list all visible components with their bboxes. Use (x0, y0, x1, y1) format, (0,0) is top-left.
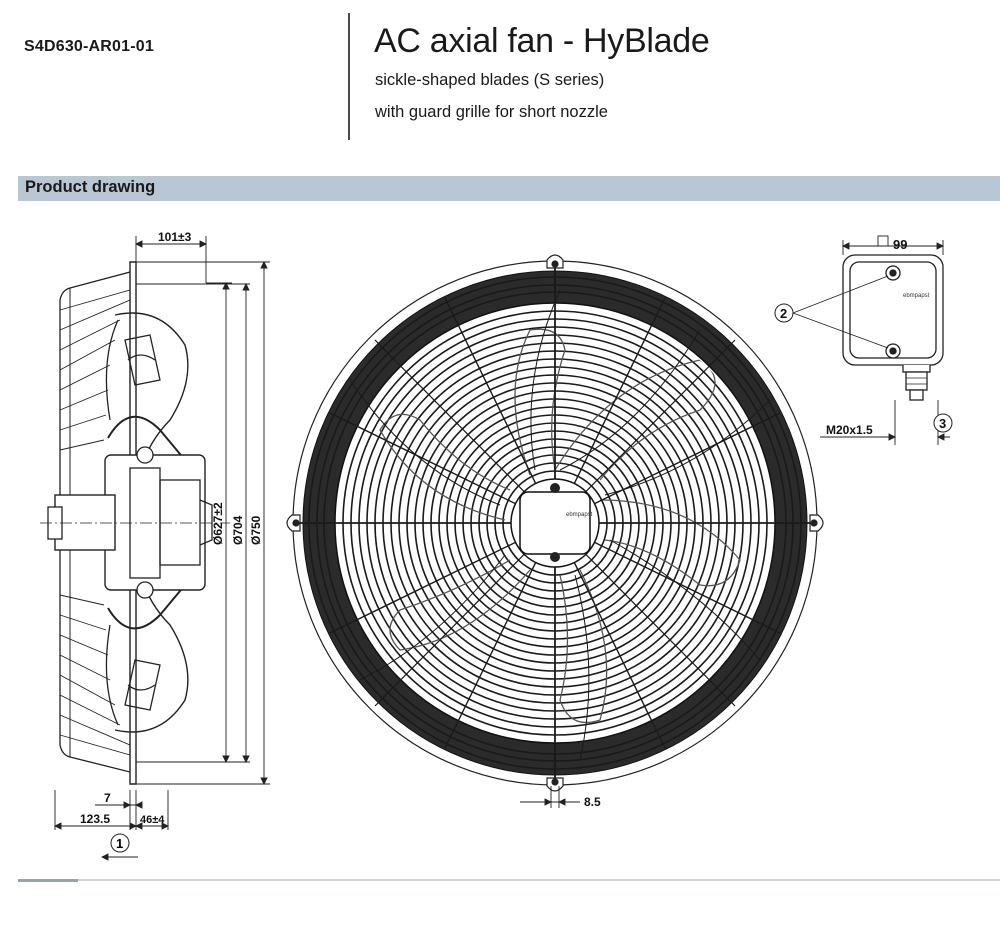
product-drawing: 101±3 Ø627±2 Ø704 Ø750 7 123.5 46±4 1 (40, 230, 953, 861)
dim-flange: 46±4 (140, 814, 165, 826)
dim-dia-mid: Ø704 (231, 515, 245, 545)
dim-depth: 101±3 (158, 230, 192, 244)
model-number: S4D630-AR01-01 (24, 38, 154, 55)
side-dimension-labels: 101±3 Ø627±2 Ø704 Ø750 7 123.5 46±4 (80, 230, 263, 826)
callout-1: 1 (110, 833, 130, 853)
box-logo: ebmpapst (903, 293, 930, 299)
product-subtitle-1: sickle-shaped blades (S series) (375, 71, 605, 89)
side-view (40, 261, 230, 785)
front-view: ebmpapst (286, 254, 824, 792)
callout-3: 3 (933, 413, 953, 433)
section-header: Product drawing (18, 176, 1000, 201)
side-dimensions (53, 236, 270, 861)
footer-divider (18, 879, 1000, 881)
dim-offset-small: 7 (104, 791, 111, 805)
svg-text:3: 3 (939, 416, 946, 431)
dim-slot: 8.5 (584, 795, 601, 809)
dim-length: 123.5 (80, 812, 110, 826)
callout-2: 2 (774, 303, 794, 323)
footer-divider-accent (18, 879, 78, 882)
dim-dia-outer: Ø750 (249, 515, 263, 545)
section-title: Product drawing (25, 178, 156, 196)
hub-logo: ebmpapst (566, 512, 593, 518)
dim-dia-inner: Ø627±2 (211, 502, 225, 545)
dim-box-size: 99 (893, 237, 907, 252)
terminal-box (842, 254, 944, 445)
product-subtitle-2: with guard grille for short nozzle (375, 103, 608, 121)
svg-text:2: 2 (780, 306, 787, 321)
svg-text:1: 1 (116, 836, 123, 851)
product-title: AC axial fan - HyBlade (374, 22, 710, 60)
front-dimensions (520, 786, 580, 808)
dim-gland: M20x1.5 (826, 423, 873, 437)
header-divider (348, 13, 350, 140)
